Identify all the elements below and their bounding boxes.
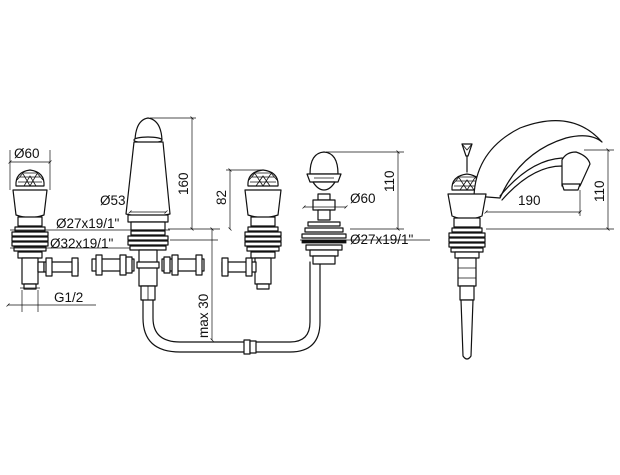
dim-label-h110-right: 110 [592,180,607,202]
dim-g12: G1/2 [6,290,96,312]
dim-h110-right: 110 [486,148,614,231]
dim-label-w190: 190 [518,193,541,208]
dim-w190: 190 [484,190,582,216]
hand-shower-assembly [301,151,347,265]
spout [91,117,205,301]
dim-label-g12: G1/2 [54,290,83,305]
dim-d32-left: Ø32x19/1" [10,236,136,251]
dim-label-h82: 82 [214,190,229,205]
dim-d60-left: Ø60 [8,146,52,164]
dim-d53: Ø53 [100,193,168,214]
dim-label-max30: max 30 [196,294,211,338]
dim-label-d60-mid: Ø60 [350,191,376,206]
dim-h82: 82 [214,168,262,231]
dim-label-d27-mid: Ø27x19/1" [350,232,414,247]
dim-label-d60-left: Ø60 [14,146,40,161]
dim-d60-mid: Ø60 [302,191,376,209]
left-handle-valve [9,150,79,290]
dim-h110-mid: 110 [326,150,404,231]
flexible-hose [142,261,321,355]
dim-label-d27-left: Ø27x19/1" [56,216,120,231]
right-handle-valve [221,169,282,290]
dim-d27-mid: Ø27x19/1" [300,232,430,247]
dim-label-d32-left: Ø32x19/1" [50,236,114,251]
dim-max30: max 30 [170,227,218,342]
dim-label-h160: 160 [176,172,191,195]
dim-label-h110-mid: 110 [382,170,397,192]
side-view-mixer [447,120,603,360]
dim-label-d53: Ø53 [100,193,126,208]
